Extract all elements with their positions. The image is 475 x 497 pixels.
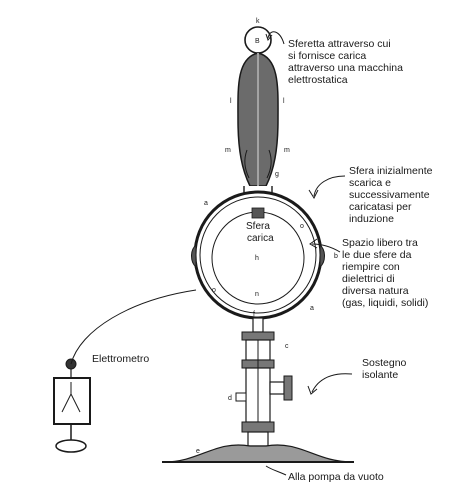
spazio-line-1: Spazio libero tra	[342, 237, 418, 249]
electrometer-label: Elettrometro	[92, 353, 149, 365]
sfera-label: Sfera	[246, 221, 270, 232]
letter-a-bottom: a	[310, 305, 314, 312]
letter-h: h	[255, 255, 259, 262]
sostegno-line-1: Sostegno	[362, 357, 407, 369]
letter-m-left: m	[225, 147, 231, 154]
letter-a-top: a	[204, 200, 208, 207]
sferetta-line-3: attraverso una macchina	[288, 62, 403, 74]
annotation-sfera-esterna: Sfera inizialmente scarica e successivam…	[349, 165, 433, 225]
sfera-esterna-line-4: caricatasi per	[349, 201, 412, 213]
inner-charged-sphere: Sfera carica h n	[211, 207, 305, 305]
letter-k: k	[256, 18, 260, 25]
annotation-sostegno: Sostegno isolante	[362, 357, 407, 381]
spazio-line-2: le due sfere da	[342, 249, 412, 261]
small-sphere-b: k B	[244, 18, 272, 54]
letter-m-right: m	[284, 147, 290, 154]
letter-o-top: o	[300, 223, 304, 230]
letter-c: c	[285, 343, 289, 350]
sferetta-line-4: elettrostatica	[288, 74, 348, 86]
spazio-line-3: riempire con	[342, 261, 400, 273]
sfera-esterna-line-1: Sfera inizialmente	[349, 165, 433, 177]
spazio-line-6: (gas, liquidi, solidi)	[342, 297, 428, 309]
letter-f: f	[253, 311, 255, 318]
letter-d: d	[228, 395, 232, 402]
sferetta-line-2: si fornisce carica	[288, 50, 366, 62]
letter-o-left: o	[212, 287, 216, 294]
letter-n: n	[255, 291, 259, 298]
insulating-support-column: f c d e	[162, 311, 354, 463]
letter-g: g	[275, 171, 279, 178]
annotation-spazio: Spazio libero tra le due sfere da riempi…	[342, 237, 428, 309]
sfera-esterna-line-3: successivamente	[349, 189, 430, 201]
vacuum-pump-label: Alla pompa da vuoto	[288, 471, 384, 483]
spazio-line-4: dielettrici di	[342, 273, 395, 285]
sfera-esterna-line-2: scarica e	[349, 177, 391, 189]
spazio-line-5: diversa natura	[342, 285, 409, 297]
letter-l-left: l	[230, 98, 232, 105]
sferetta-line-1: Sferetta attraverso cui	[288, 38, 391, 50]
letter-b: B	[255, 38, 260, 45]
sostegno-line-2: isolante	[362, 369, 398, 381]
annotation-arrows	[265, 31, 353, 476]
letter-e: e	[196, 448, 200, 455]
carica-label: carica	[247, 233, 274, 244]
letter-b-right: b	[334, 253, 338, 260]
electrometer	[53, 289, 197, 453]
annotation-sferetta: Sferetta attraverso cui si fornisce cari…	[288, 38, 403, 86]
letter-l-right: l	[283, 98, 285, 105]
sfera-esterna-line-5: induzione	[349, 213, 394, 225]
